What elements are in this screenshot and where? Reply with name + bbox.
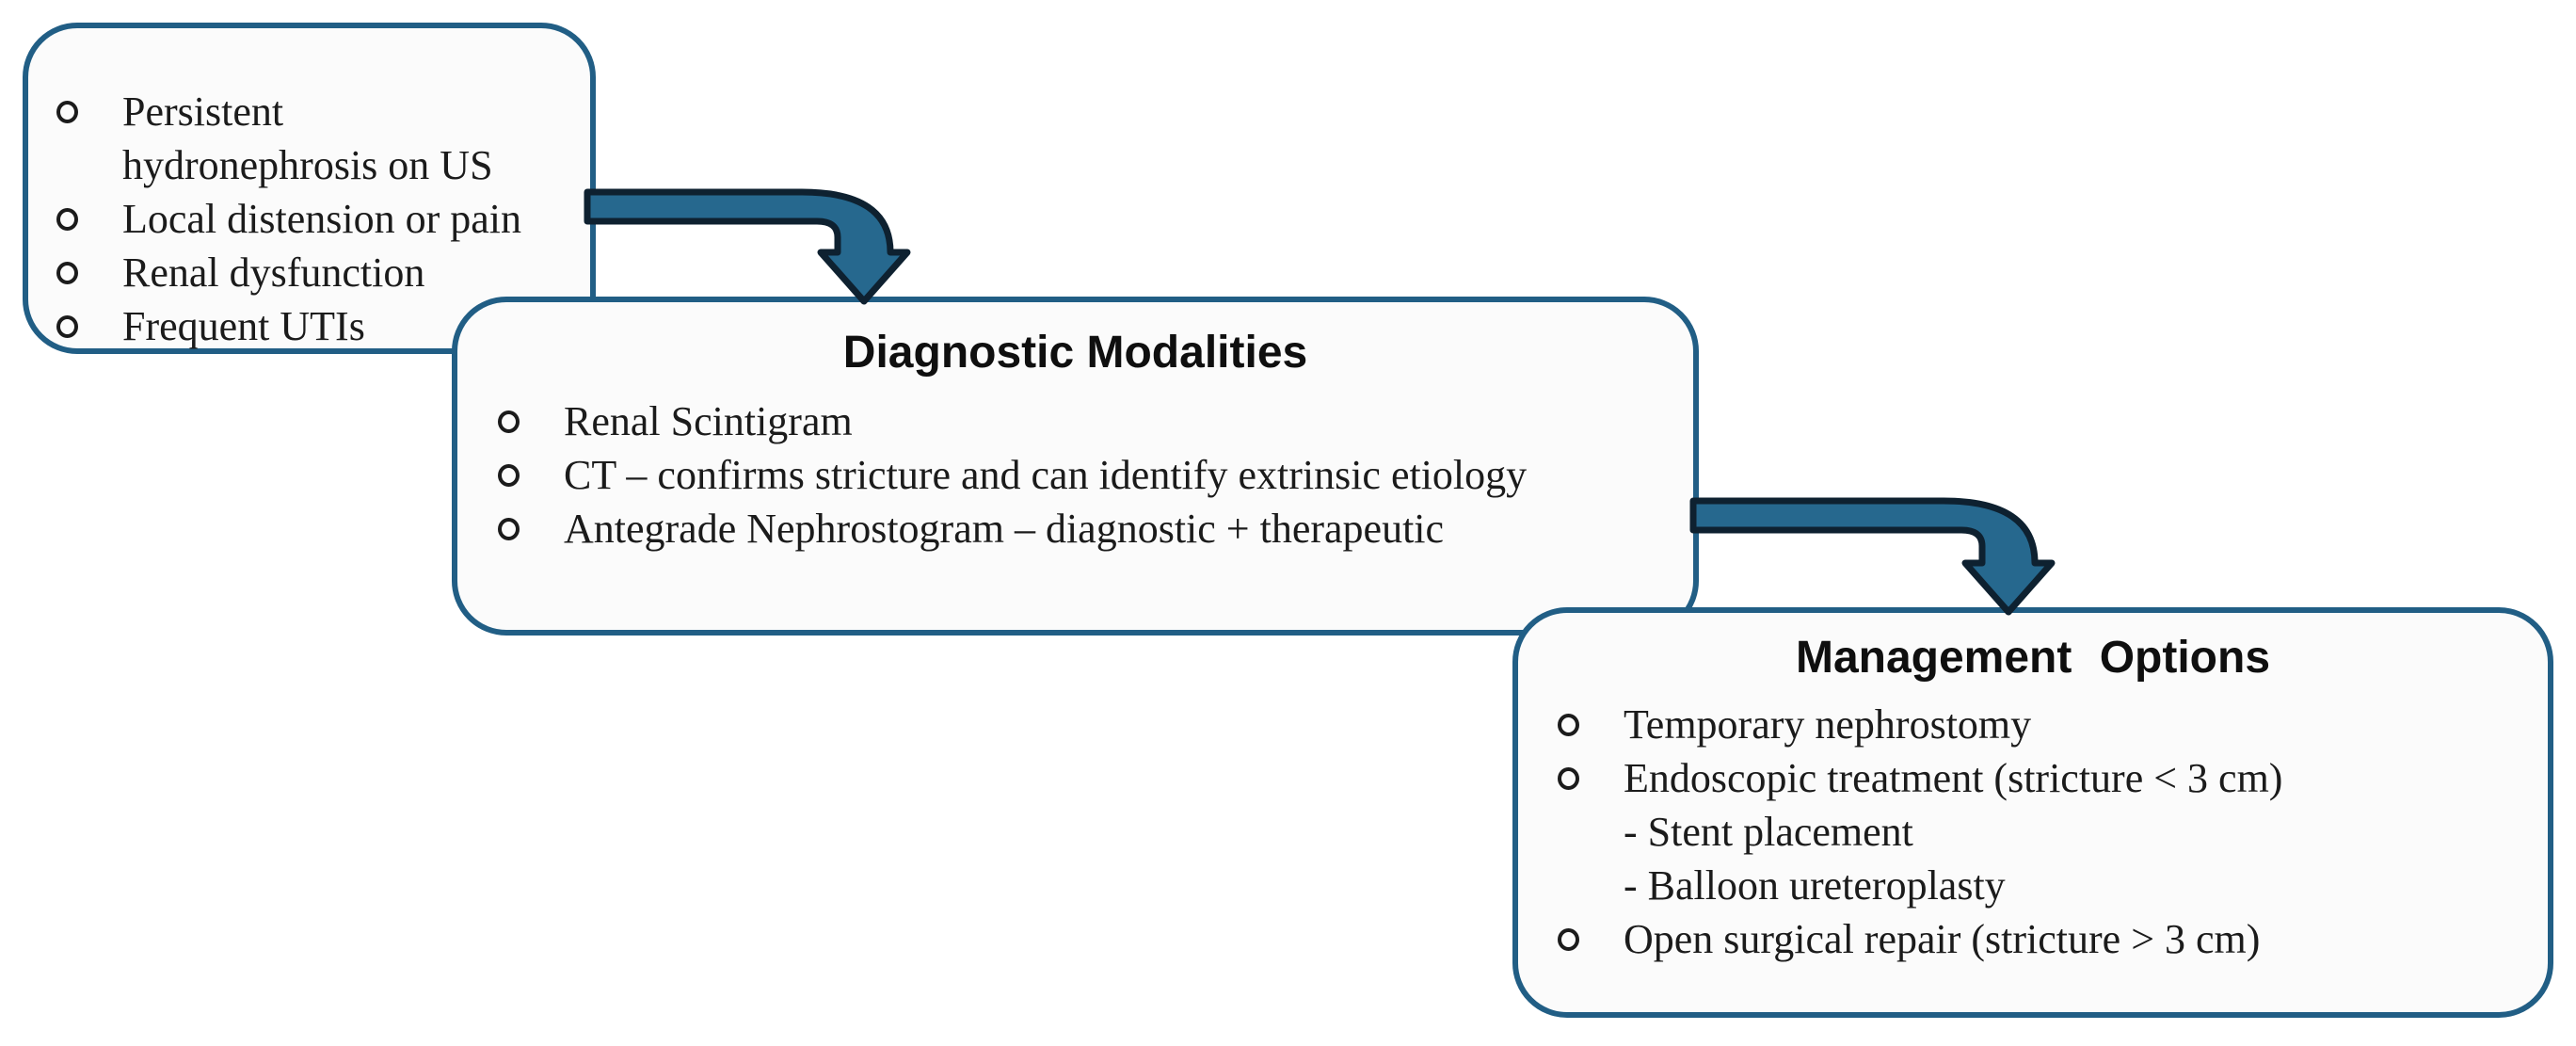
sub-list-item-text: - Balloon ureteroplasty (1624, 862, 2006, 909)
list-item: Frequent UTIs (56, 299, 575, 353)
list-item-text: CT – confirms stricture and can identify… (564, 452, 1528, 498)
list-item: Antegrade Nephrostogram – diagnostic + t… (498, 502, 1678, 555)
list-item: Renal dysfunction (56, 246, 575, 299)
bullet-circle-icon (1558, 767, 1579, 790)
list-item-text: Renal dysfunction (122, 249, 425, 296)
diagnostic-modalities-box: Diagnostic Modalities Renal Scintigram C… (452, 297, 1699, 636)
bullet-circle-icon (498, 518, 520, 540)
bullet-circle-icon (498, 410, 520, 433)
bullet-circle-icon (56, 315, 78, 338)
list-item-text: Renal Scintigram (564, 398, 853, 444)
list-item-text: Temporary nephrostomy (1624, 701, 2032, 748)
management-options-title: Management Options (1795, 633, 2271, 683)
symptoms-list: Persistent hydronephrosis on US Local di… (28, 28, 590, 353)
sub-list-item: - Stent placement (1558, 805, 2533, 859)
diagnostic-modalities-list: Renal Scintigram CT – confirms stricture… (457, 379, 1693, 555)
list-item-text: Persistent hydronephrosis on US (122, 85, 493, 192)
list-item-line: Persistent (122, 89, 284, 135)
list-item-text: Local distension or pain (122, 196, 522, 242)
list-item: CT – confirms stricture and can identify… (498, 448, 1678, 502)
bullet-circle-icon (1558, 714, 1579, 736)
list-item: Local distension or pain (56, 192, 575, 246)
list-item-text: Open surgical repair (stricture > 3 cm) (1624, 916, 2261, 962)
list-item-text: Endoscopic treatment (stricture < 3 cm) (1624, 755, 2283, 801)
diagnostic-modalities-title: Diagnostic Modalities (842, 328, 1308, 378)
bullet-circle-icon (498, 464, 520, 487)
list-item-text: Frequent UTIs (122, 303, 365, 349)
arrow-symptoms-to-diagnostics-icon (584, 188, 911, 305)
sub-list-item: - Balloon ureteroplasty (1558, 859, 2533, 912)
bullet-circle-icon (56, 101, 78, 123)
list-item: Temporary nephrostomy (1558, 698, 2533, 751)
sub-list-item-text: - Stent placement (1624, 809, 1913, 855)
management-options-list: Temporary nephrostomy Endoscopic treatme… (1518, 684, 2548, 966)
management-options-box: Management Options Temporary nephrostomy… (1512, 607, 2553, 1018)
list-item: Persistent hydronephrosis on US (56, 85, 575, 192)
bullet-circle-icon (1558, 928, 1579, 951)
bullet-circle-icon (56, 208, 78, 231)
list-item-line: hydronephrosis on US (122, 142, 493, 188)
bullet-circle-icon (56, 262, 78, 284)
list-item: Open surgical repair (stricture > 3 cm) (1558, 912, 2533, 966)
list-item: Renal Scintigram (498, 394, 1678, 448)
symptoms-box: Persistent hydronephrosis on US Local di… (23, 23, 596, 354)
list-item: Endoscopic treatment (stricture < 3 cm) (1558, 751, 2533, 805)
list-item-text: Antegrade Nephrostogram – diagnostic + t… (564, 506, 1445, 552)
arrow-diagnostics-to-management-icon (1689, 497, 2056, 616)
